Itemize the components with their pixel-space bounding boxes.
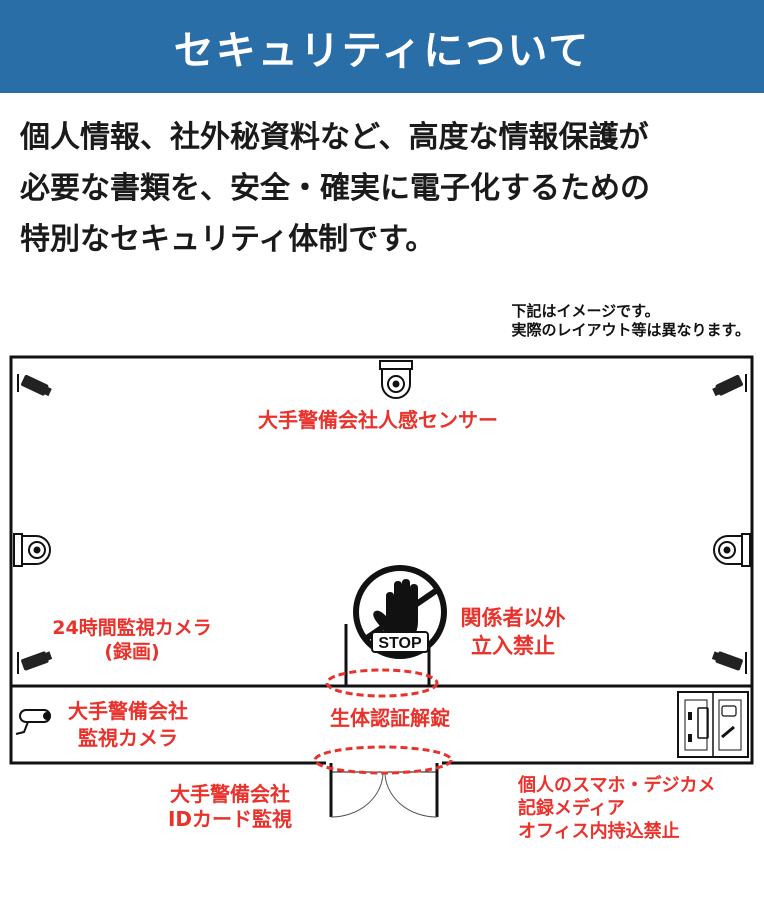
page-title: セキュリティについて — [173, 27, 591, 74]
locker-icon — [677, 691, 749, 758]
id-card-line-1: 大手警備会社 — [170, 782, 290, 806]
prohibited-line-1: 個人のスマホ・デジカメ — [518, 775, 716, 796]
disclaimer-note: 下記はイメージです。 実際のレイアウト等は異なります。 — [511, 302, 750, 340]
security-camera-top-left-icon — [17, 374, 52, 397]
security-camera-top-right-icon — [712, 374, 747, 397]
biometric-zone-marker — [325, 668, 439, 698]
intro-line-3: 特別なセキュリティ体制です。 — [20, 222, 436, 257]
prohibited-line-2: 記録メディア — [518, 798, 625, 819]
no-entry-line-1: 関係者以外 — [460, 606, 566, 630]
header-banner: セキュリティについて — [0, 0, 764, 93]
camera-24h-line-2: (録画) — [104, 641, 160, 663]
stop-text: STOP — [378, 635, 422, 652]
camera-24h-line-1: 24時間監視カメラ — [52, 617, 212, 639]
disclaimer-line-1: 下記はイメージです。 — [511, 302, 660, 320]
security-camera-line-2: 監視カメラ — [78, 726, 178, 750]
disclaimer-line-2: 実際のレイアウト等は異なります。 — [511, 321, 750, 339]
security-camera-bottom-right-icon — [711, 651, 747, 674]
prohibited-items-label: 個人のスマホ・デジカメ 記録メディア オフィス内持込禁止 — [518, 774, 715, 843]
intro-line-2: 必要な書類を、安全・確実に電子化するための — [20, 171, 650, 206]
id-card-label: 大手警備会社 IDカード監視 — [158, 782, 302, 832]
motion-sensor-label: 大手警備会社人感センサー — [258, 408, 498, 432]
motion-sensor-icon — [379, 360, 413, 399]
dome-camera-left-icon — [13, 533, 51, 567]
security-camera-line-1: 大手警備会社 — [68, 699, 188, 723]
dome-camera-right-icon — [713, 533, 751, 567]
id-card-zone-marker — [313, 745, 453, 775]
security-camera-entrance-icon — [15, 709, 51, 735]
id-card-line-2: IDカード監視 — [167, 807, 293, 831]
door-swing-right — [384, 771, 438, 818]
camera-24h-label: 24時間監視カメラ (録画) — [22, 616, 242, 664]
prohibited-line-3: オフィス内持込禁止 — [518, 821, 680, 842]
stop-sign-icon: STOP — [353, 565, 447, 659]
door-swing-left — [330, 771, 384, 818]
no-entry-line-2: 立入禁止 — [471, 634, 555, 658]
intro-line-1: 個人情報、社外秘資料など、高度な情報保護が — [20, 120, 649, 155]
security-camera-bottom-left-icon — [17, 651, 53, 674]
biometric-label: 生体認証解錠 — [330, 706, 450, 730]
intro-text: 個人情報、社外秘資料など、高度な情報保護が 必要な書類を、安全・確実に電子化する… — [20, 112, 750, 265]
security-camera-label: 大手警備会社 監視カメラ — [58, 698, 198, 752]
no-entry-label: 関係者以外 立入禁止 — [452, 604, 574, 660]
entrance-gap — [326, 758, 442, 768]
